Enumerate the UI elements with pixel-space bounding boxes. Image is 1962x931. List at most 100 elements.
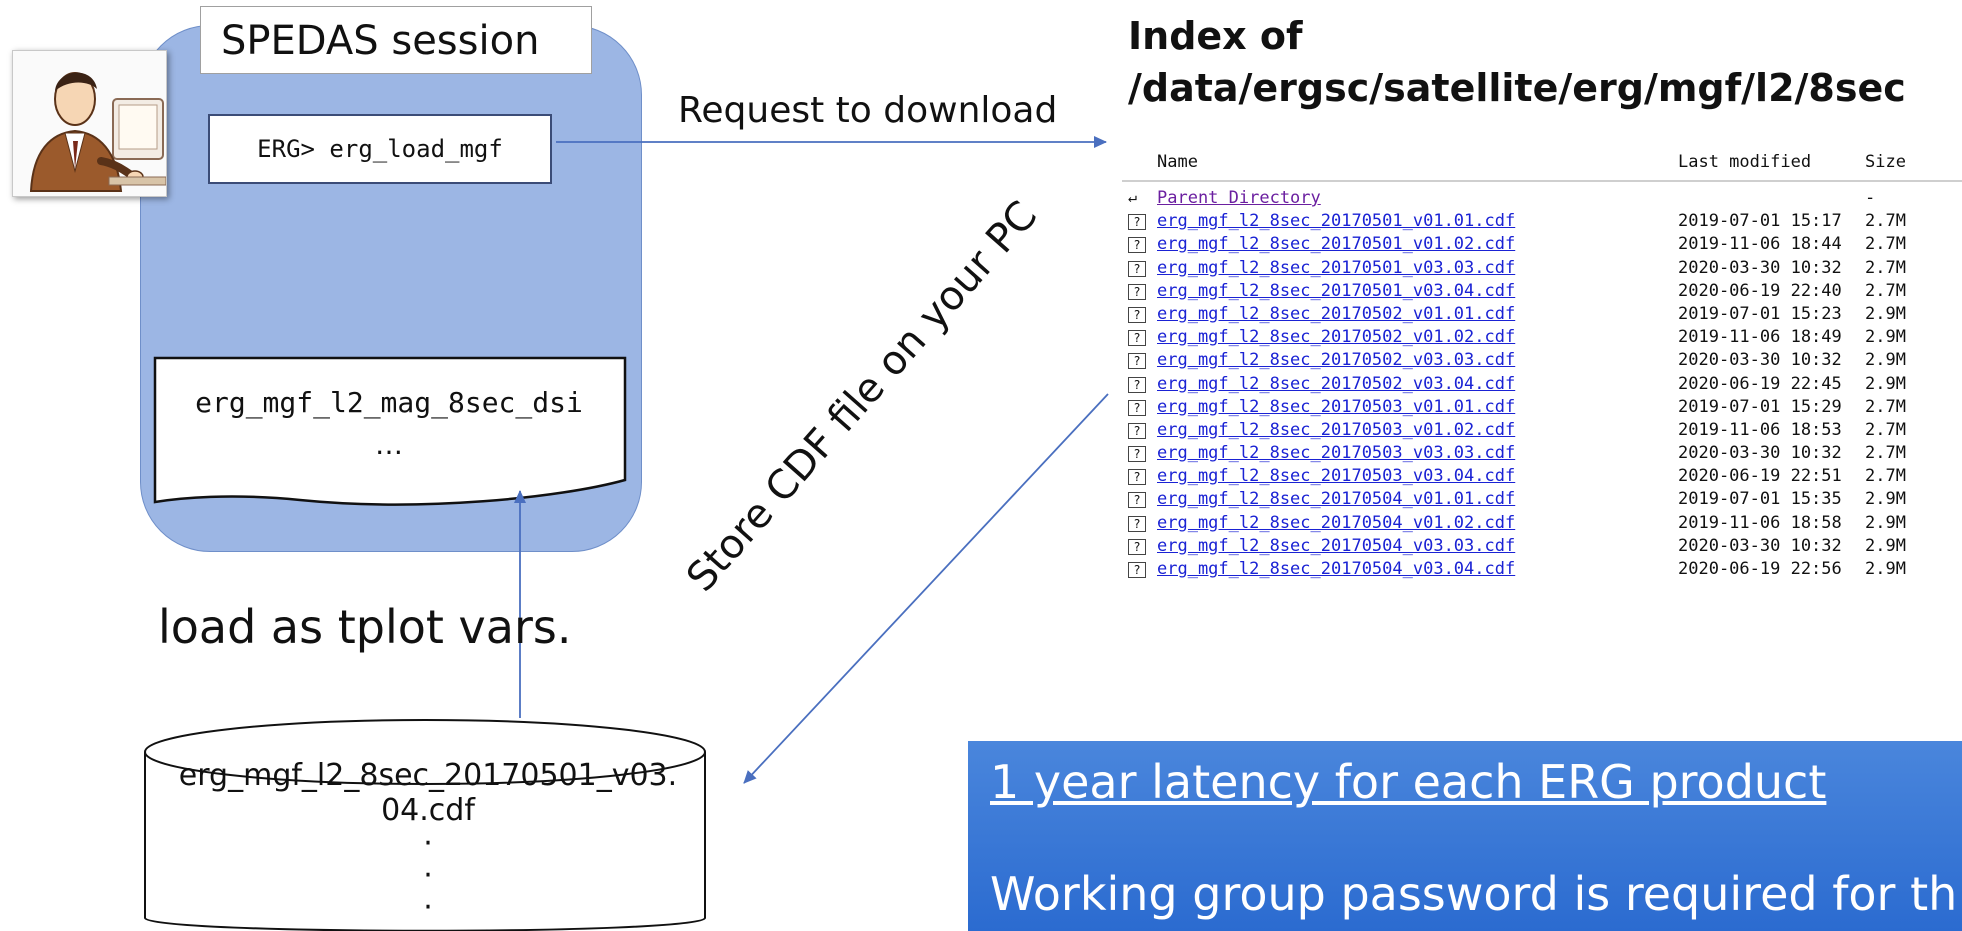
file-size: 2.9M bbox=[1865, 535, 1906, 556]
file-rows: ? erg_mgf_l2_8sec_20170501_v01.01.cdf 2019… bbox=[1122, 211, 1962, 582]
load-tplot-label: load as tplot vars. bbox=[158, 600, 572, 654]
unknown-file-icon: ? bbox=[1128, 260, 1146, 277]
file-size: 2.7M bbox=[1865, 280, 1906, 301]
unknown-file-icon: ? bbox=[1128, 353, 1146, 370]
table-row: ? erg_mgf_l2_8sec_20170504_v03.04.cdf 2020… bbox=[1122, 559, 1962, 582]
command-input[interactable]: ERG> erg_load_mgf bbox=[208, 114, 552, 184]
file-modified: 2019-11-06 18:58 bbox=[1678, 512, 1842, 533]
file-size: 2.9M bbox=[1865, 327, 1906, 348]
unknown-file-icon: ? bbox=[1128, 306, 1146, 323]
file-modified: 2020-03-30 10:32 bbox=[1678, 535, 1842, 556]
file-size: 2.9M bbox=[1865, 350, 1906, 371]
session-title: SPEDAS session bbox=[200, 6, 592, 74]
file-link[interactable]: erg_mgf_l2_8sec_20170504_v03.03.cdf bbox=[1157, 535, 1516, 556]
unknown-file-icon: ? bbox=[1128, 469, 1146, 486]
request-label: Request to download bbox=[678, 90, 1058, 131]
file-modified: 2019-07-01 15:35 bbox=[1678, 489, 1842, 510]
file-modified: 2020-03-30 10:32 bbox=[1678, 350, 1842, 371]
parent-directory-row: ↵ Parent Directory - bbox=[1122, 188, 1962, 211]
store-arrow bbox=[743, 393, 1109, 784]
file-link[interactable]: erg_mgf_l2_8sec_20170502_v01.01.cdf bbox=[1157, 303, 1516, 324]
file-link[interactable]: erg_mgf_l2_8sec_20170503_v03.03.cdf bbox=[1157, 443, 1516, 464]
column-size[interactable]: Size bbox=[1865, 152, 1906, 172]
file-link[interactable]: erg_mgf_l2_8sec_20170504_v01.01.cdf bbox=[1157, 489, 1516, 510]
unknown-file-icon: ? bbox=[1128, 237, 1146, 254]
tplot-variable-document bbox=[153, 356, 627, 506]
file-link[interactable]: erg_mgf_l2_8sec_20170503_v03.04.cdf bbox=[1157, 466, 1516, 487]
unknown-file-icon: ? bbox=[1128, 283, 1146, 300]
file-size: 2.7M bbox=[1865, 466, 1906, 487]
unknown-file-icon: ? bbox=[1128, 446, 1146, 463]
table-row: ? erg_mgf_l2_8sec_20170503_v03.03.cdf 2020… bbox=[1122, 443, 1962, 466]
column-last-modified[interactable]: Last modified bbox=[1678, 152, 1812, 172]
unknown-file-icon: ? bbox=[1128, 422, 1146, 439]
file-link[interactable]: erg_mgf_l2_8sec_20170502_v03.04.cdf bbox=[1157, 373, 1516, 394]
file-size: 2.9M bbox=[1865, 303, 1906, 324]
unknown-file-icon: ? bbox=[1128, 376, 1146, 393]
file-size: 2.7M bbox=[1865, 257, 1906, 278]
file-modified: 2019-07-01 15:23 bbox=[1678, 303, 1842, 324]
file-modified: 2019-07-01 15:29 bbox=[1678, 396, 1842, 417]
table-row: ? erg_mgf_l2_8sec_20170502_v03.04.cdf 2020… bbox=[1122, 374, 1962, 397]
file-modified: 2019-11-06 18:49 bbox=[1678, 327, 1842, 348]
cdf-file-name-line2: 04.cdf bbox=[381, 793, 475, 828]
index-heading: Index of /data/ergsc/satellite/erg/mgf/l… bbox=[1128, 10, 1906, 114]
cdf-file-name-line1: erg_mgf_l2_8sec_20170501_v03. bbox=[178, 758, 678, 793]
file-link[interactable]: erg_mgf_l2_8sec_20170501_v01.01.cdf bbox=[1157, 211, 1516, 232]
file-size: 2.7M bbox=[1865, 211, 1906, 232]
table-row: ? erg_mgf_l2_8sec_20170503_v01.01.cdf 2019… bbox=[1122, 397, 1962, 420]
table-row: ? erg_mgf_l2_8sec_20170501_v01.02.cdf 2019… bbox=[1122, 234, 1962, 257]
file-size: 2.9M bbox=[1865, 512, 1906, 533]
cdf-more-dots: ··· bbox=[423, 826, 433, 925]
user-avatar bbox=[12, 50, 167, 197]
table-row: ? erg_mgf_l2_8sec_20170503_v03.04.cdf 2020… bbox=[1122, 466, 1962, 489]
file-modified: 2020-03-30 10:32 bbox=[1678, 257, 1842, 278]
table-row: ? erg_mgf_l2_8sec_20170504_v03.03.cdf 2020… bbox=[1122, 536, 1962, 559]
file-link[interactable]: erg_mgf_l2_8sec_20170501_v03.04.cdf bbox=[1157, 280, 1516, 301]
file-size: 2.7M bbox=[1865, 234, 1906, 255]
cdf-storage-cylinder bbox=[144, 719, 706, 931]
file-modified: 2020-06-19 22:45 bbox=[1678, 373, 1842, 394]
file-modified: 2019-11-06 18:44 bbox=[1678, 234, 1842, 255]
file-size: 2.7M bbox=[1865, 396, 1906, 417]
file-link[interactable]: erg_mgf_l2_8sec_20170501_v03.03.cdf bbox=[1157, 257, 1516, 278]
file-modified: 2020-06-19 22:51 bbox=[1678, 466, 1842, 487]
column-name[interactable]: Name bbox=[1157, 152, 1198, 172]
tplot-variable-name: erg_mgf_l2_mag_8sec_dsi bbox=[195, 386, 583, 419]
listing-header: Name Last modified Size bbox=[1122, 148, 1962, 178]
file-size: 2.7M bbox=[1865, 443, 1906, 464]
file-modified: 2019-11-06 18:53 bbox=[1678, 419, 1842, 440]
unknown-file-icon: ? bbox=[1128, 492, 1146, 509]
unknown-file-icon: ? bbox=[1128, 562, 1146, 578]
table-row: ? erg_mgf_l2_8sec_20170501_v03.03.cdf 2020… bbox=[1122, 258, 1962, 281]
parent-directory-link[interactable]: Parent Directory bbox=[1157, 188, 1321, 208]
file-size: 2.7M bbox=[1865, 419, 1906, 440]
password-note: Working group password is required for t… bbox=[990, 867, 1958, 921]
file-modified: 2020-03-30 10:32 bbox=[1678, 443, 1842, 464]
latency-callout: 1 year latency for each ERG product Work… bbox=[968, 741, 1962, 931]
tplot-variable-more: … bbox=[375, 428, 403, 461]
table-row: ? erg_mgf_l2_8sec_20170504_v01.02.cdf 2019… bbox=[1122, 513, 1962, 536]
unknown-file-icon: ? bbox=[1128, 515, 1146, 532]
file-link[interactable]: erg_mgf_l2_8sec_20170504_v01.02.cdf bbox=[1157, 512, 1516, 533]
parent-size: - bbox=[1865, 188, 1876, 208]
unknown-file-icon: ? bbox=[1128, 399, 1146, 416]
header-divider bbox=[1122, 180, 1962, 182]
file-size: 2.9M bbox=[1865, 489, 1906, 510]
file-link[interactable]: erg_mgf_l2_8sec_20170503_v01.01.cdf bbox=[1157, 396, 1516, 417]
latency-link[interactable]: 1 year latency for each ERG product bbox=[990, 755, 1827, 809]
file-link[interactable]: erg_mgf_l2_8sec_20170503_v01.02.cdf bbox=[1157, 419, 1516, 440]
user-illustration-icon bbox=[29, 72, 167, 192]
back-arrow-icon: ↵ bbox=[1128, 188, 1138, 206]
file-link[interactable]: erg_mgf_l2_8sec_20170502_v01.02.cdf bbox=[1157, 327, 1516, 348]
file-size: 2.9M bbox=[1865, 559, 1906, 579]
file-modified: 2020-06-19 22:56 bbox=[1678, 559, 1842, 579]
unknown-file-icon: ? bbox=[1128, 538, 1146, 555]
file-link[interactable]: erg_mgf_l2_8sec_20170504_v03.04.cdf bbox=[1157, 559, 1516, 579]
table-row: ? erg_mgf_l2_8sec_20170502_v01.01.cdf 2019… bbox=[1122, 304, 1962, 327]
file-link[interactable]: erg_mgf_l2_8sec_20170502_v03.03.cdf bbox=[1157, 350, 1516, 371]
file-link[interactable]: erg_mgf_l2_8sec_20170501_v01.02.cdf bbox=[1157, 234, 1516, 255]
